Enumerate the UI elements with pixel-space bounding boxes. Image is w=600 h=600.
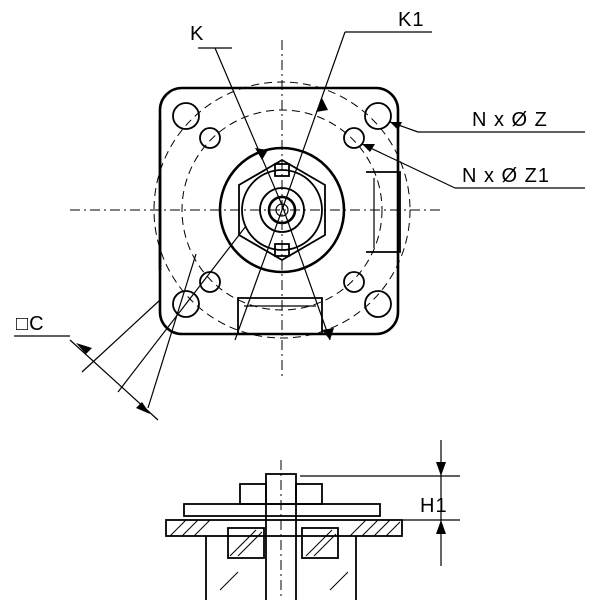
right-slot: [366, 171, 401, 253]
bolt-hole-z1: [343, 271, 365, 293]
bolt-hole-z: [172, 102, 200, 130]
right-bearing: [301, 527, 339, 559]
left-bearing: [227, 527, 265, 559]
side-view: [165, 440, 460, 600]
k1-leader: [281, 31, 346, 211]
label-k: K: [190, 23, 204, 45]
central-boss: [218, 146, 346, 274]
bolt-hole-z: [364, 290, 392, 318]
nz1-leader: [361, 143, 456, 189]
bolt-hole-z1: [343, 127, 365, 149]
stem-bore: [267, 195, 297, 225]
bolt-hole-z: [172, 290, 200, 318]
bolt-hole-z1: [199, 127, 221, 149]
label-nz: N x Ø Z: [472, 109, 548, 131]
side-flange: [165, 519, 403, 537]
inner-bolt-holes: [199, 127, 365, 293]
label-nz1: N x Ø Z1: [462, 165, 550, 187]
label-c: □C: [16, 313, 45, 335]
hex-nut: [238, 158, 326, 262]
k-leader: [214, 47, 283, 206]
top-plate: [183, 503, 381, 517]
c-dim-ext-2: [117, 225, 247, 393]
label-h1: H1: [420, 495, 448, 517]
top-view: [14, 31, 585, 421]
label-k1: K1: [398, 9, 424, 31]
bolt-hole-z: [364, 102, 392, 130]
bottom-slot: [237, 297, 323, 334]
outer-bolt-holes: [172, 102, 392, 318]
keyway-bottom: [274, 243, 290, 257]
keyway-top: [274, 163, 290, 177]
c-dim-ext-1: [81, 299, 161, 373]
stem-collar: [241, 169, 323, 251]
stem-outer: [259, 187, 305, 233]
